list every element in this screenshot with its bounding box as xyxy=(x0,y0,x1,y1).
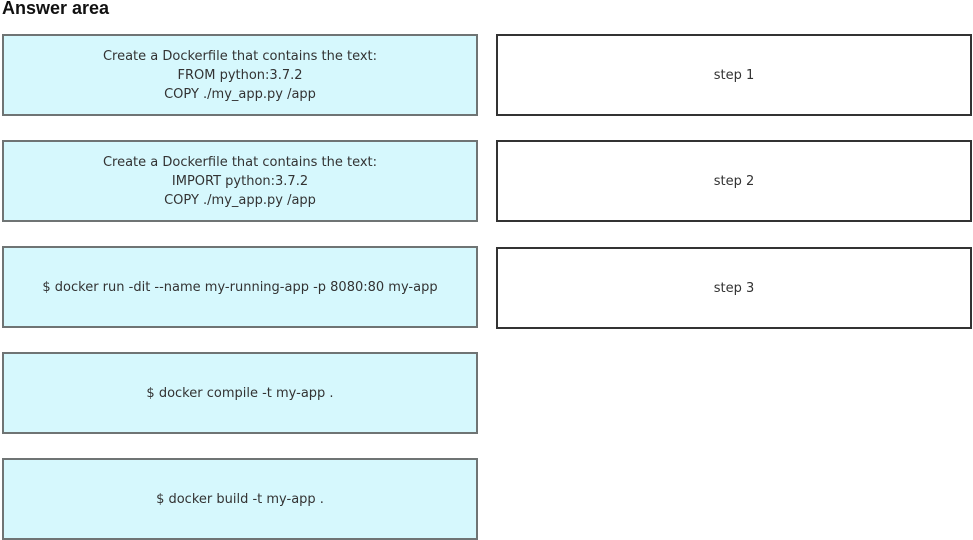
action-line: COPY ./my_app.py /app xyxy=(164,86,316,102)
step-label: step 1 xyxy=(713,67,755,83)
action-line: $ docker compile -t my-app . xyxy=(146,385,334,401)
step-3-dropzone[interactable]: step 3 xyxy=(496,247,972,329)
action-docker-run[interactable]: $ docker run -dit --name my-running-app … xyxy=(2,246,478,328)
action-line: $ docker run -dit --name my-running-app … xyxy=(42,279,438,295)
action-line: FROM python:3.7.2 xyxy=(177,67,303,83)
action-docker-build[interactable]: $ docker build -t my-app . xyxy=(2,458,478,540)
step-label: step 2 xyxy=(713,173,755,189)
answer-area-title: Answer area xyxy=(2,0,110,18)
action-docker-compile[interactable]: $ docker compile -t my-app . xyxy=(2,352,478,434)
action-line: $ docker build -t my-app . xyxy=(156,491,324,507)
action-line: IMPORT python:3.7.2 xyxy=(171,173,309,189)
action-dockerfile-import[interactable]: Create a Dockerfile that contains the te… xyxy=(2,140,478,222)
action-dockerfile-from[interactable]: Create a Dockerfile that contains the te… xyxy=(2,34,478,116)
step-1-dropzone[interactable]: step 1 xyxy=(496,34,972,116)
step-label: step 3 xyxy=(713,280,755,296)
action-line: Create a Dockerfile that contains the te… xyxy=(102,48,378,64)
action-line: Create a Dockerfile that contains the te… xyxy=(102,154,378,170)
action-line: COPY ./my_app.py /app xyxy=(164,192,316,208)
step-2-dropzone[interactable]: step 2 xyxy=(496,140,972,222)
